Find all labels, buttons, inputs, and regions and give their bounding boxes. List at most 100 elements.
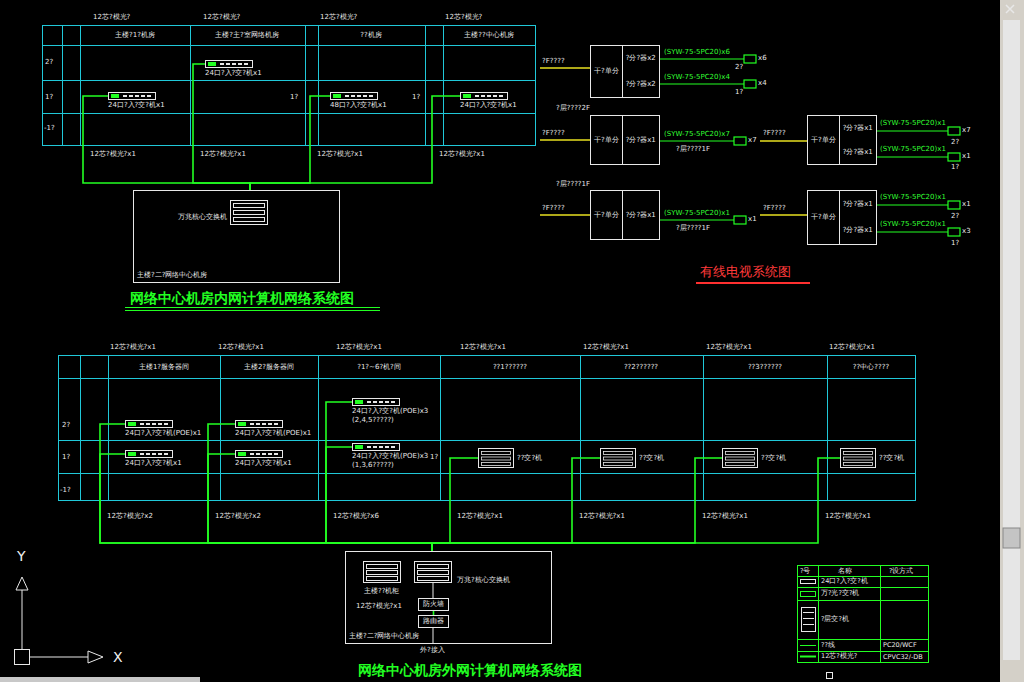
drawing-label: 主楼??中心机房: [464, 31, 513, 40]
drawing-label: ?F????: [763, 129, 786, 138]
drawing-label: ?F????: [542, 129, 565, 138]
splitter-text: 干?单分: [594, 136, 619, 145]
cable-connector: [83, 96, 250, 190]
drawing-label: ?1?~6?机?间: [357, 363, 401, 372]
switch-icon: [352, 398, 400, 406]
equipment-room-box: 主楼??机柜万兆?核心交换机12芯?模光?x1主楼?二?网络中心机房防火墙路由器: [345, 551, 552, 644]
floor-switch: ??交?机: [478, 448, 542, 468]
diagram-title: 网络中心机房内网计算机网络系统图: [130, 290, 354, 306]
switch-label: 24口?入?交?机x1: [108, 101, 165, 110]
switch-icon: [125, 450, 173, 458]
box-text: 主楼?二?网络中心机房: [137, 271, 207, 280]
equipment-room-box: 万兆核心交换机主楼?二?网络中心机房: [133, 190, 340, 283]
switch-label: ??交?机: [517, 454, 542, 463]
cable-connector: [432, 458, 840, 551]
cable-connector: [208, 454, 432, 551]
drawing-label: ?层????2F: [556, 104, 590, 113]
drawing-label: ??中心????: [853, 363, 889, 372]
splitter-text: ?分?器x2: [626, 54, 656, 63]
drawing-label: Y: [17, 548, 26, 564]
drawing-label: (SYW-75-5PC20)x1: [880, 220, 946, 229]
cable-label: 12芯?模光?x1: [89, 150, 137, 159]
drawing-label: 主楼?主?室网络机房: [215, 31, 278, 40]
switch-icon: [235, 450, 283, 458]
drawing-label: ?F????: [763, 204, 786, 213]
drawing-label: 1?: [951, 239, 959, 248]
drawing-label: 12芯?模光?x1: [829, 343, 875, 352]
cable-connector: [432, 458, 478, 551]
cable-label: 12芯?模光?x1: [578, 512, 626, 521]
splitter-text: ?分?器x1: [626, 211, 656, 220]
switch-icon: [460, 92, 508, 100]
switch-label: 24口?入?交?机(POE)x3: [352, 407, 428, 416]
drawing-label: 有线电视系统图: [700, 264, 791, 280]
access-switch: 24口?入?交?机x1: [205, 60, 262, 78]
splitter-box: 干?单分 ?分?器x1 ?分?器x1: [807, 115, 877, 165]
drawing-label: ?号: [800, 567, 810, 575]
drawing-label: 2?: [62, 421, 70, 430]
cable-connector: [208, 424, 432, 551]
drawing-label: PC20/WCF: [883, 641, 917, 649]
drawing-label: 1?: [62, 453, 70, 462]
drawing-label: 1?: [290, 93, 298, 102]
drawing-label: 12芯?模光?x1: [336, 343, 382, 352]
splitter-text: ?分?器x1: [843, 226, 873, 235]
splitter-box: 干?单分 ?分?器x2 ?分?器x2: [590, 45, 660, 98]
drawing-label: 1?: [45, 93, 53, 102]
drawing-label: 2?: [951, 212, 959, 221]
floor-switch: ??交?机: [600, 448, 664, 468]
switch-icon: [205, 60, 253, 68]
splitter-text: ?分?器x2: [626, 80, 656, 89]
splitter-text: 干?单分: [811, 213, 836, 222]
splitter-right-cell: ?分?器x1?分?器x1: [840, 191, 876, 244]
box-text: 主楼??机柜: [364, 587, 399, 596]
drawing-label: ??1??????: [493, 363, 527, 372]
cable-connector: [432, 458, 722, 551]
legend-text: 24口?入?交?机: [821, 577, 868, 585]
switch-label: 24口?入?交?机(POE)x3: [352, 452, 428, 461]
drawing-label: 12芯?模光?x1: [583, 343, 629, 352]
rack-icon: [722, 448, 758, 468]
drawing-label: ?层????1F: [556, 180, 590, 189]
cable-connector: [432, 458, 600, 551]
switch-label: (1,3,6?????): [352, 461, 428, 470]
drawing-label: 12芯?模光?x1: [706, 343, 752, 352]
splitter-text: ?分?器x1: [843, 148, 873, 157]
drawing-label: 主楼?1?机房: [115, 31, 155, 40]
legend-text: ??线: [821, 641, 835, 649]
cable-label: 12芯?模光?x1: [199, 150, 247, 159]
cable-label: 12芯?模光?x6: [332, 512, 380, 521]
switch-icon: [235, 420, 283, 428]
cable-label: 12芯?模光?x2: [214, 512, 262, 521]
splitter-text: 干?单分: [594, 67, 619, 76]
cable-connector: [193, 64, 250, 190]
box-text: 万兆?核心交换机: [457, 576, 510, 585]
legend-text: 万?光?交?机: [821, 589, 859, 597]
drawing-label: 1?: [735, 88, 743, 97]
switch-icon: [330, 92, 378, 100]
splitter-left-cell: 干?单分: [808, 191, 840, 244]
drawing-label: ?层????1F: [676, 224, 710, 233]
device-text: 防火墙: [423, 600, 444, 608]
switch-label: 24口?入?交?机(POE)x1: [125, 429, 201, 438]
splitter-text: 干?单分: [811, 136, 836, 145]
switch-label: ??交?机: [761, 454, 786, 463]
drawing-label: X: [113, 649, 123, 665]
drawing-label: (SYW-75-5PC20)x6: [664, 48, 730, 57]
splitter-left-cell: 干?单分: [591, 46, 623, 97]
cable-connector: [100, 424, 432, 551]
switch-label: 24口?入?交?机x1: [460, 101, 517, 110]
cable-label: 12芯?模光?x1: [316, 150, 364, 159]
access-switch: 24口?入?交?机(POE)x3(1,3,6?????): [352, 443, 428, 470]
drawing-label: -1?: [44, 124, 55, 133]
splitter-left-cell: 干?单分: [808, 116, 840, 164]
splitter-right-cell: ?分?器x1 ?分?器x1: [840, 116, 876, 164]
splitter-text: ?分?器x1: [843, 124, 873, 133]
drawing-label: (SYW-75-5PC20)x1: [880, 119, 946, 128]
drawing-label: 12芯?模光?x1: [218, 343, 264, 352]
splitter-box: 干?单分?分?器x1: [590, 115, 660, 165]
cable-label: 12芯?模光?x1: [824, 512, 872, 521]
drawing-label: x1: [748, 215, 757, 224]
drawing-label: x3: [962, 227, 971, 236]
drawing-label: (SYW-75-5PC20)x4: [664, 73, 730, 82]
